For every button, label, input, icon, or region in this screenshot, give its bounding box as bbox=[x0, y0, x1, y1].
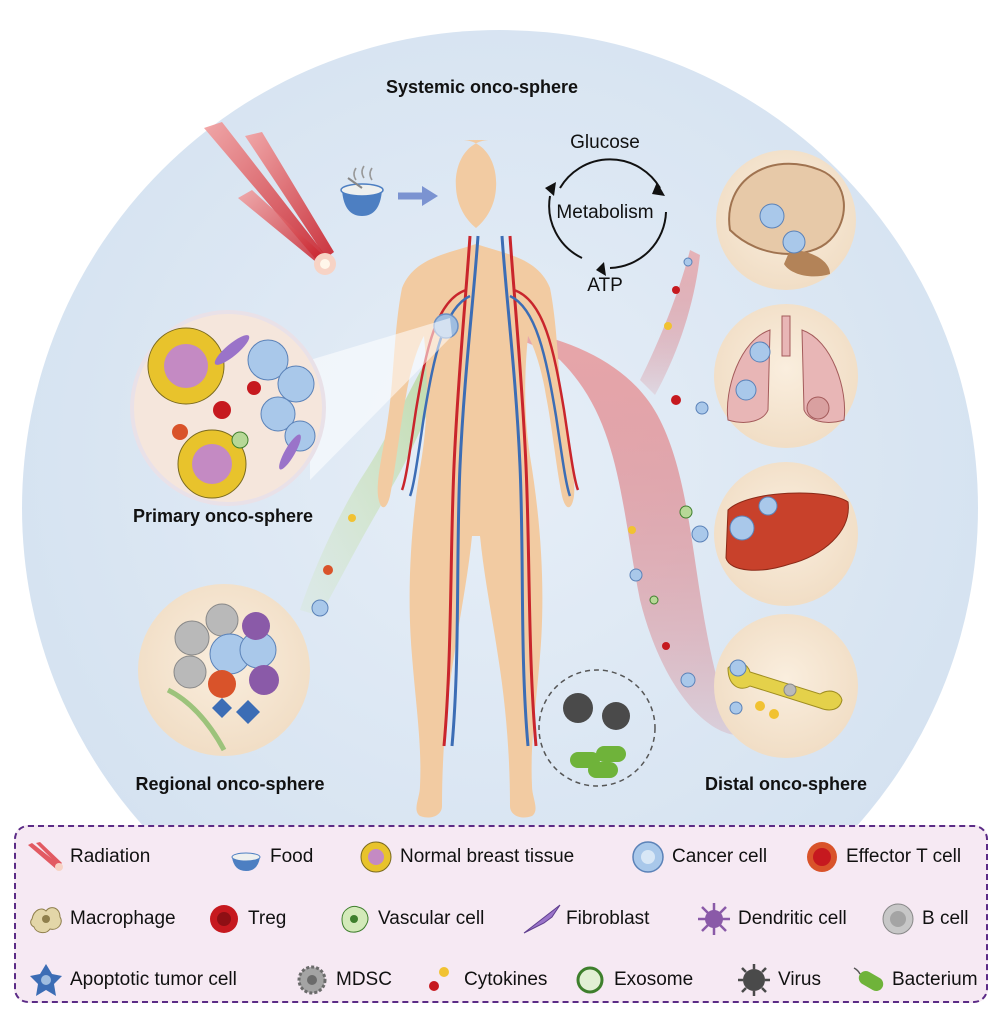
legend-label: Normal breast tissue bbox=[400, 846, 575, 867]
brain-metastasis-detail bbox=[716, 150, 856, 290]
legend-label: Radiation bbox=[70, 846, 151, 867]
radiation-icon bbox=[28, 842, 63, 871]
legend-item-vascular-cell: Vascular cell bbox=[334, 899, 484, 939]
legend-item-cytokines: Cytokines bbox=[420, 960, 547, 1000]
fibroblast-icon bbox=[523, 904, 561, 934]
legend-item-treg: Treg bbox=[204, 899, 286, 939]
systemic-onco-sphere-label: Systemic onco-sphere bbox=[386, 77, 578, 97]
legend-label: Exosome bbox=[614, 969, 694, 990]
virus-icon bbox=[738, 964, 770, 996]
glucose-label: Glucose bbox=[570, 132, 640, 153]
mdsc-icon bbox=[297, 965, 327, 995]
legend-label: Apoptotic tumor cell bbox=[70, 969, 237, 990]
legend-label: MDSC bbox=[336, 969, 392, 990]
primary-onco-sphere-detail bbox=[130, 310, 326, 506]
legend-item-exosome: Exosome bbox=[570, 960, 693, 1000]
legend-label: Cancer cell bbox=[672, 846, 768, 867]
legend-item-mdsc: MDSC bbox=[292, 960, 392, 1000]
metabolism-cycle: Glucose Metabolism ATP bbox=[545, 132, 667, 296]
legend-label: B cell bbox=[922, 908, 969, 929]
regional-onco-sphere-detail bbox=[138, 584, 310, 756]
lung-metastasis-detail bbox=[714, 304, 858, 448]
vascular-cell-icon bbox=[341, 906, 369, 933]
primary-onco-sphere-label: Primary onco-sphere bbox=[133, 506, 313, 526]
legend-item-dendritic-cell: Dendritic cell bbox=[694, 899, 847, 939]
legend-item-macrophage: Macrophage bbox=[26, 899, 176, 939]
legend-item-fibroblast: Fibroblast bbox=[522, 899, 649, 939]
legend-label: Bacterium bbox=[892, 969, 978, 990]
legend-item-food: Food bbox=[226, 837, 313, 877]
legend-row-3: Apoptotic tumor cell MDSC Cytokines Exos… bbox=[16, 960, 986, 1000]
legend-label: Treg bbox=[248, 908, 287, 929]
legend-label: Vascular cell bbox=[378, 908, 485, 929]
bone-metastasis-detail bbox=[714, 614, 858, 758]
zoom-cone bbox=[310, 318, 452, 480]
legend-label: Effector T cell bbox=[846, 846, 962, 867]
legend-item-effector-t-cell: Effector T cell bbox=[802, 837, 961, 877]
legend-label: Dendritic cell bbox=[738, 908, 847, 929]
bloodstream-branch-brain bbox=[640, 250, 700, 395]
distal-onco-sphere-label: Distal onco-sphere bbox=[705, 774, 867, 794]
liver-metastasis-detail bbox=[714, 462, 858, 606]
legend-row-2: Macrophage Treg Vascular cell Fibroblast… bbox=[16, 899, 986, 939]
legend-item-b-cell: B cell bbox=[878, 899, 968, 939]
breast-tissue-icon bbox=[360, 841, 392, 873]
legend-panel: Radiation Food Normal breast tissue Canc… bbox=[14, 825, 988, 1003]
legend-label: Cytokines bbox=[464, 969, 548, 990]
food-bowl-icon bbox=[340, 165, 384, 216]
dendritic-cell-icon bbox=[698, 903, 730, 935]
legend-label: Virus bbox=[778, 969, 821, 990]
cytokines-icon bbox=[429, 967, 449, 991]
legend-label: Food bbox=[270, 846, 314, 867]
legend-item-cancer-cell: Cancer cell bbox=[628, 837, 767, 877]
cancer-cell-icon bbox=[632, 841, 664, 873]
food-bowl-icon bbox=[231, 852, 261, 871]
legend-item-bacterium: Bacterium bbox=[848, 960, 978, 1000]
radiation-beam-icon bbox=[204, 122, 336, 275]
legend-item-radiation: Radiation bbox=[26, 837, 150, 877]
legend-label: Fibroblast bbox=[566, 908, 650, 929]
metabolism-label: Metabolism bbox=[556, 202, 653, 223]
legend-item-virus: Virus bbox=[734, 960, 821, 1000]
microbiome-detail bbox=[538, 669, 656, 787]
exosome-icon bbox=[576, 966, 604, 994]
treg-icon bbox=[210, 905, 238, 933]
legend-item-breast-tissue: Normal breast tissue bbox=[356, 837, 574, 877]
bacterium-icon bbox=[853, 967, 884, 991]
b-cell-icon bbox=[882, 903, 914, 935]
atp-label: ATP bbox=[587, 275, 623, 296]
bloodstream-to-distal bbox=[460, 322, 735, 735]
effector-t-cell-icon bbox=[807, 842, 837, 872]
regional-onco-sphere-label: Regional onco-sphere bbox=[135, 774, 324, 794]
legend-row-1: Radiation Food Normal breast tissue Canc… bbox=[16, 837, 986, 877]
human-body bbox=[377, 140, 580, 818]
legend-item-apoptotic-cell: Apoptotic tumor cell bbox=[26, 960, 237, 1000]
macrophage-icon bbox=[30, 907, 62, 934]
legend-label: Macrophage bbox=[70, 908, 176, 929]
apoptotic-cell-icon bbox=[30, 964, 62, 996]
